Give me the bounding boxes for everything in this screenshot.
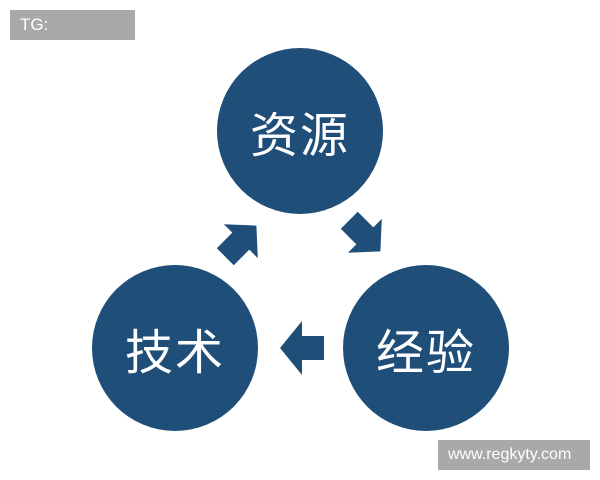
arrow-up-right-icon <box>216 224 258 266</box>
node-label: 技术 <box>124 325 225 381</box>
node-experience: 经验 <box>343 265 509 431</box>
arrow-down-right-icon <box>340 211 382 253</box>
arrow-left-icon <box>280 321 324 375</box>
node-label: 经验 <box>375 325 476 381</box>
node-technology: 技术 <box>92 265 258 431</box>
node-label: 资源 <box>249 108 350 164</box>
watermark-bottom-right: www.regkyty.com <box>438 440 590 470</box>
node-resources: 资源 <box>217 48 383 214</box>
watermark-top-left: TG: MYYJJPP <box>10 10 135 64</box>
